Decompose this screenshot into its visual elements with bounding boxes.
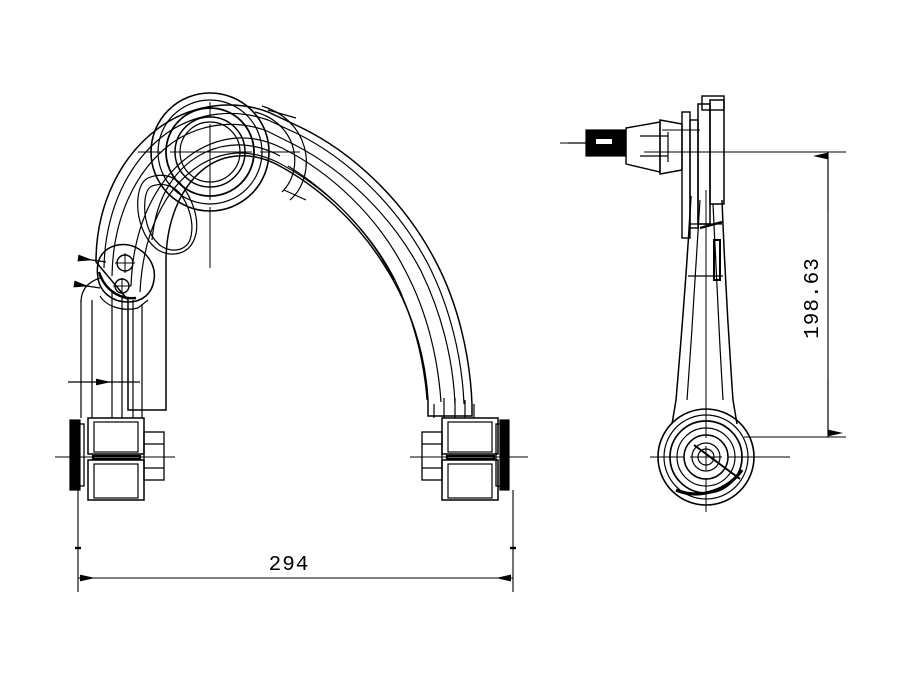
left-leg-fillet <box>80 277 101 303</box>
arm-shank <box>671 190 738 425</box>
shank-boss <box>713 239 721 281</box>
bracket-lower-lip <box>99 295 149 310</box>
bush-shadow-arc <box>675 469 744 496</box>
bushing-body-upper-inner-right <box>447 421 493 453</box>
bushing-concentric-rings <box>650 402 790 512</box>
bushing-flange-right <box>499 419 510 491</box>
bushing-collar-right <box>421 431 443 481</box>
bush-diag-line <box>693 444 741 480</box>
right-bushing-eye <box>421 398 510 501</box>
bracket-boss-outline <box>96 243 156 303</box>
bushing-body-upper-right <box>441 417 499 455</box>
bushing-flange-left-outer <box>77 423 85 487</box>
arm-outer-rib-2 <box>111 123 456 405</box>
shank-right-edge <box>721 199 738 425</box>
left-bushing-eye <box>69 277 165 501</box>
bushing-collar-left <box>143 431 165 481</box>
overall-width-dimension <box>75 490 516 592</box>
overall-height-dimension <box>700 151 846 438</box>
bushing-centerlines <box>650 402 790 512</box>
lightening-pocket-inner <box>144 183 193 251</box>
arm-inner-contour <box>130 137 442 403</box>
shank-rib-shadow <box>699 220 723 230</box>
shank-left-edge-2 <box>686 199 701 401</box>
housing-right-collar <box>254 111 296 193</box>
bushing-body-lower-inner-right <box>447 463 493 499</box>
bushing-neck-left <box>91 454 142 461</box>
bushing-body-lower-inner-left <box>93 463 139 499</box>
bushing-flange-left <box>69 419 81 491</box>
housing-centerlines <box>138 102 300 268</box>
bushing-body-upper-inner-left <box>93 421 139 453</box>
bracket-boss-shadow <box>97 271 137 300</box>
arm-inner-contour-2 <box>139 152 428 401</box>
front-elevation-view <box>55 92 528 501</box>
side-elevation-view <box>560 95 790 512</box>
lightening-pocket <box>137 174 198 255</box>
bracket-boss <box>96 243 156 310</box>
arm-top-arc-strip-2 <box>287 165 395 281</box>
shank-left-edge <box>671 195 692 425</box>
arm-outer-rib <box>103 112 465 405</box>
collar-tick-2 <box>283 189 307 201</box>
collar-tick-1 <box>267 109 297 119</box>
overall-width-dimension-label: 294 <box>269 554 310 577</box>
bushing-neck-right <box>445 454 496 461</box>
overall-height-dimension-label: 198.63 <box>802 257 825 339</box>
bushing-flange-right-outer <box>495 423 503 487</box>
